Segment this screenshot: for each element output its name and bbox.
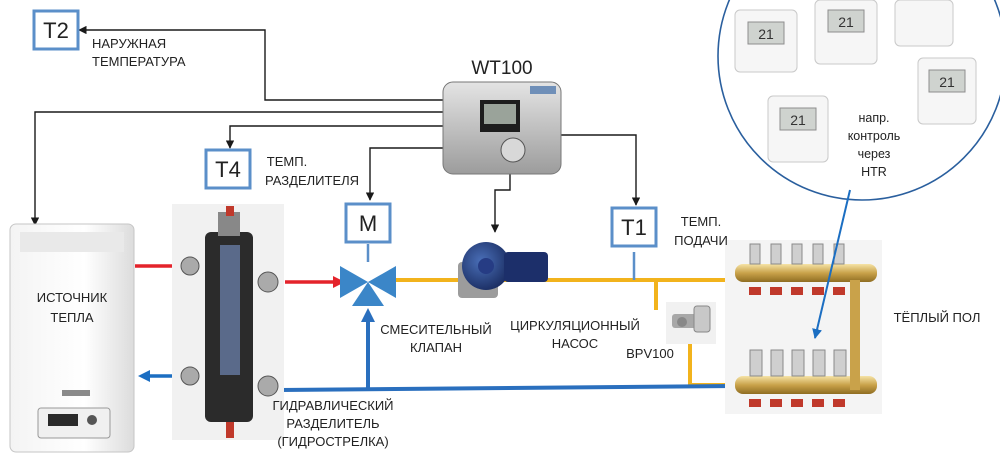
- mixing-valve-label-2: КЛАПАН: [410, 340, 462, 355]
- sensor-t4[interactable]: T4: [204, 148, 252, 190]
- thermostat-4-display: 21: [939, 74, 955, 90]
- cold-pipe-arrow: [138, 370, 150, 382]
- thermostat-2-display: 21: [838, 14, 854, 30]
- separator-label-1: ГИДРАВЛИЧЕСКИЙ: [272, 398, 393, 413]
- return-pipe-up-arrow: [361, 308, 375, 322]
- thermostat-3: [894, 0, 954, 47]
- controller-label: WT100: [471, 58, 532, 79]
- mixing-valve-label-1: СМЕСИТЕЛЬНЫЙ: [380, 322, 491, 337]
- bypass-valve: [666, 302, 716, 344]
- supply-temp-label-1: ТЕМП.: [681, 214, 721, 229]
- htr-label-2: контроль: [848, 129, 901, 143]
- htr-label-1: напр.: [858, 111, 889, 125]
- sep-temp-label-1: ТЕМП.: [267, 154, 307, 169]
- floor-label: ТЁПЛЫЙ ПОЛ: [894, 310, 981, 325]
- supply-temp-label-2: ПОДАЧИ: [674, 233, 728, 248]
- wire-t4: [225, 125, 443, 149]
- htr-thermostats: 21 21 21 21 напр. контроль через HTR: [717, 0, 1000, 339]
- outdoor-temp-label-2: ТЕМПЕРАТУРА: [92, 54, 186, 69]
- thermostat-5-display: 21: [790, 112, 806, 128]
- separator-label-3: (ГИДРОСТРЕЛКА): [277, 434, 388, 449]
- hydraulic-separator: [172, 204, 284, 440]
- control-wires: [30, 25, 641, 233]
- wire-pump: [490, 172, 511, 233]
- mixing-valve: [340, 244, 396, 306]
- underfloor-manifold: [725, 240, 882, 414]
- separator-label-2: РАЗДЕЛИТЕЛЬ: [286, 416, 379, 431]
- bypass-label: BPV100: [626, 346, 674, 361]
- labels: НАРУЖНАЯ ТЕМПЕРАТУРА ТЕМП. РАЗДЕЛИТЕЛЯ Т…: [92, 36, 980, 449]
- thermostat-1-display: 21: [758, 26, 774, 42]
- thermostat-1: 21: [734, 9, 798, 73]
- sep-temp-label-2: РАЗДЕЛИТЕЛЯ: [265, 173, 359, 188]
- wire-t2: [78, 25, 443, 101]
- sensor-t1[interactable]: T1: [610, 206, 658, 248]
- hot-pipe-valve-arrow: [333, 276, 345, 288]
- heat-source-label-1: ИСТОЧНИК: [37, 290, 108, 305]
- circ-pump-label-1: ЦИРКУЛЯЦИОННЫЙ: [510, 318, 640, 333]
- sensor-t2[interactable]: T2: [32, 9, 80, 51]
- heat-source-label-2: ТЕПЛА: [50, 310, 93, 325]
- heat-source-boiler: ИСТОЧНИК ТЕПЛА: [9, 223, 135, 453]
- htr-label-3: через: [858, 147, 891, 161]
- sensor-t4-label: T4: [215, 157, 241, 182]
- wire-boiler: [30, 111, 443, 226]
- actuator-m-label: M: [359, 211, 377, 236]
- wire-valve: [365, 147, 443, 201]
- thermostat-5: 21: [767, 95, 829, 163]
- actuator-m[interactable]: M: [344, 202, 392, 244]
- sensor-t2-label: T2: [43, 18, 69, 43]
- controller-wt100: WT100: [442, 58, 562, 175]
- return-pipe: [279, 384, 736, 392]
- circ-pump-label-2: НАСОС: [552, 336, 598, 351]
- outdoor-temp-label-1: НАРУЖНАЯ: [92, 36, 166, 51]
- sensor-t1-label: T1: [621, 215, 647, 240]
- circulation-pump: [458, 242, 548, 298]
- wire-t1: [560, 134, 641, 206]
- thermostat-4: 21: [917, 57, 977, 125]
- htr-label-4: HTR: [861, 165, 887, 179]
- thermostat-2: 21: [814, 0, 878, 65]
- htr-arrow: [812, 189, 851, 339]
